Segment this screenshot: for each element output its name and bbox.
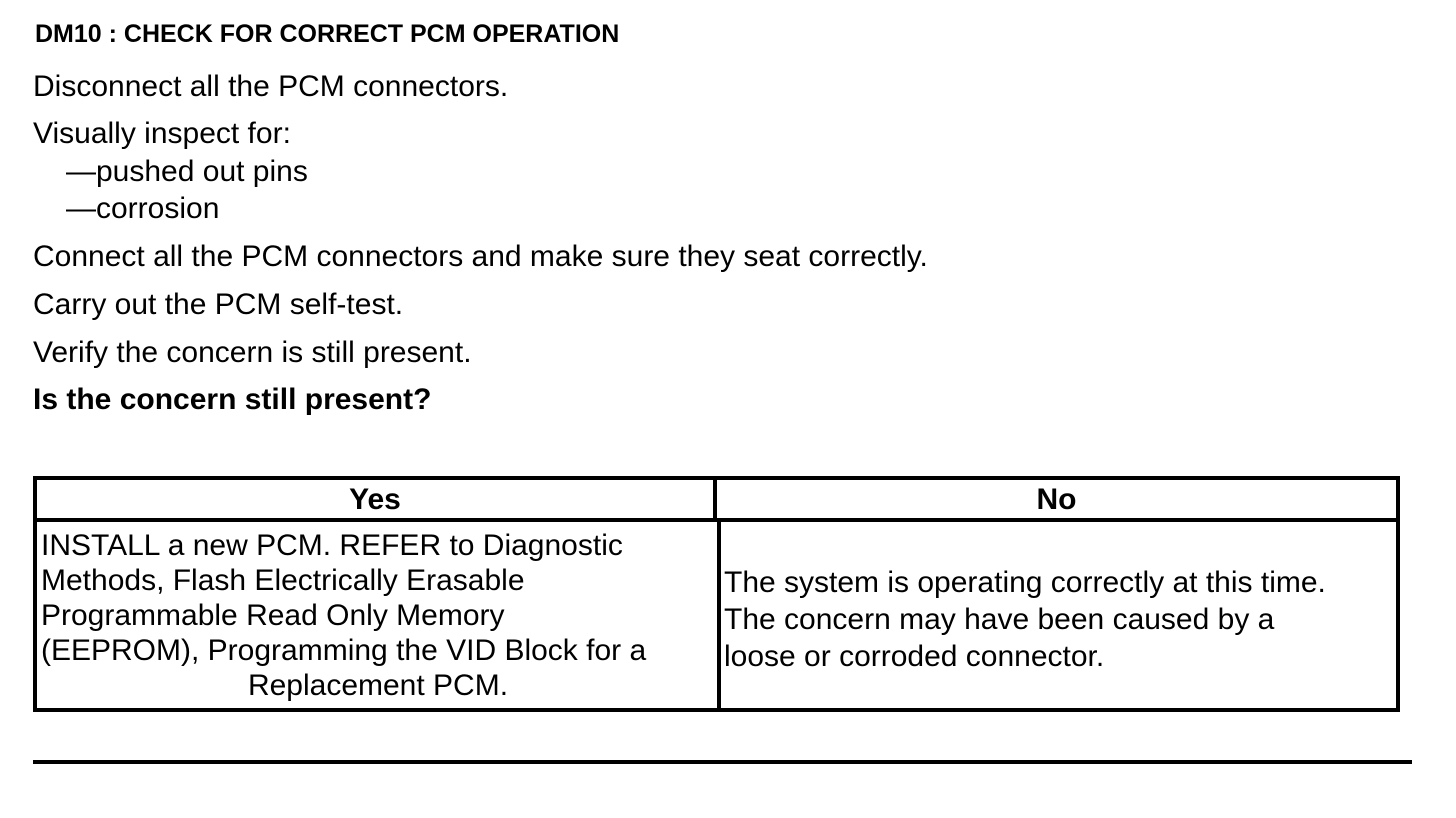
yes-action-line: Methods, Flash Electrically Erasable (41, 564, 525, 597)
inspect-item-corrosion: —corrosion (66, 192, 220, 225)
yes-action-line: Replacement PCM. (247, 669, 509, 702)
step-verify: Verify the concern is still present. (33, 336, 472, 369)
step-inspect: Visually inspect for: (33, 117, 291, 150)
procedure-heading: DM10 : CHECK FOR CORRECT PCM OPERATION (35, 20, 620, 48)
no-action-line: The concern may have been caused by a (724, 603, 1275, 636)
inspect-item-pushed-out-pins: —pushed out pins (66, 155, 308, 188)
no-action-cell: The system is operating correctly at thi… (724, 564, 1396, 675)
no-action-line: The system is operating correctly at thi… (724, 566, 1326, 599)
yes-column-header: Yes (37, 480, 717, 522)
yes-action-cell: INSTALL a new PCM. REFER to Diagnostic M… (41, 528, 715, 703)
no-action-line: loose or corroded connector. (724, 640, 1105, 673)
column-divider (717, 522, 721, 708)
yes-action-line: Programmable Read Only Memory (41, 599, 505, 632)
step-disconnect: Disconnect all the PCM connectors. (33, 70, 509, 103)
no-column-header: No (717, 480, 1396, 522)
step-connect: Connect all the PCM connectors and make … (33, 240, 928, 273)
step-self-test: Carry out the PCM self-test. (33, 288, 404, 321)
bottom-divider (33, 760, 1412, 764)
decision-table: Yes No INSTALL a new PCM. REFER to Diagn… (33, 476, 1400, 712)
yes-action-line: (EEPROM), Programming the VID Block for … (41, 634, 647, 667)
yes-action-line: INSTALL a new PCM. REFER to Diagnostic (41, 529, 623, 562)
diagnostic-question: Is the concern still present? (33, 383, 432, 416)
